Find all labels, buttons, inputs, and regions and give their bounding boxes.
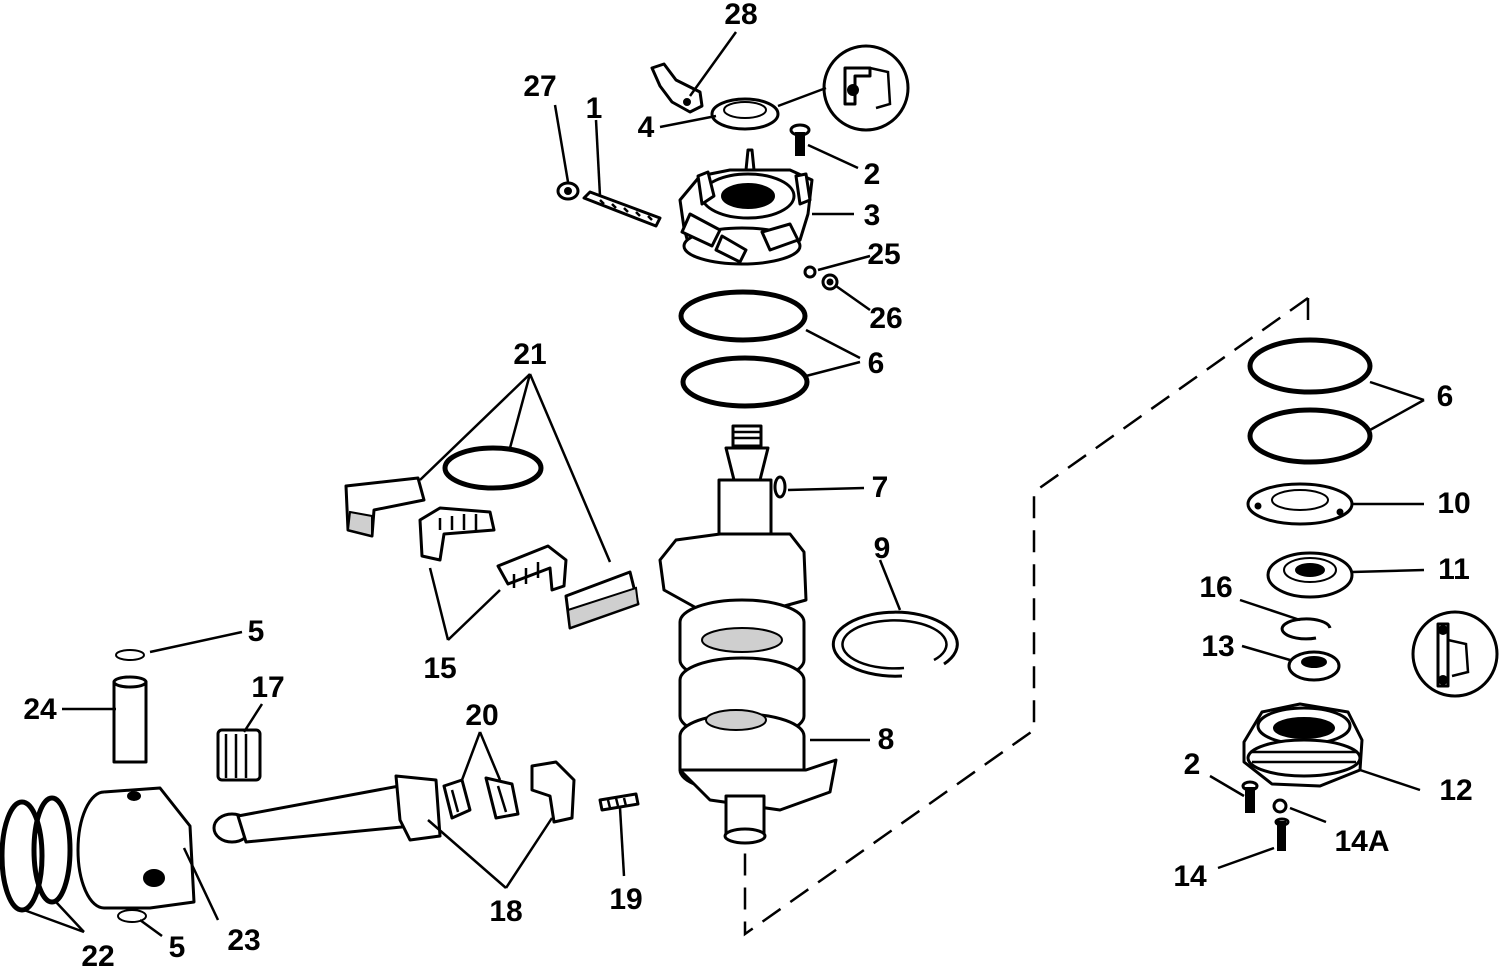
- part-1-long-screw: [582, 190, 662, 228]
- part-15-needle-bearing-cages: [418, 506, 568, 592]
- part-2-bolt-top: [789, 123, 811, 156]
- part-16-snap-ring: [1280, 617, 1332, 641]
- label-part-28: 28: [724, 0, 757, 31]
- part-6-o-rings-right: [1247, 337, 1373, 465]
- assembly-alignment-dashed-line: [743, 296, 1310, 937]
- part-9-retaining-ring: [831, 610, 959, 678]
- label-part-17: 17: [251, 671, 284, 704]
- label-part-8: 8: [878, 723, 895, 756]
- part-26-nut: [821, 273, 839, 291]
- label-part-12: 12: [1439, 774, 1472, 807]
- label-part-11: 11: [1438, 553, 1470, 586]
- part-6-o-rings-center: [678, 289, 810, 409]
- part-28-bracket: [650, 62, 704, 114]
- label-part-16: 16: [1199, 571, 1232, 604]
- label-part-13: 13: [1201, 630, 1234, 663]
- part-14a-washer: [1272, 798, 1288, 814]
- part-27-nut: [556, 181, 580, 201]
- label-part-19: 19: [609, 883, 642, 916]
- label-part-14a: 14A: [1334, 825, 1389, 858]
- part-7-small-o-ring: [773, 475, 787, 499]
- label-part-5-top: 5: [248, 615, 265, 648]
- part-5-clip-ring-bottom: [117, 909, 147, 923]
- part-10-retainer-plate: [1246, 482, 1354, 526]
- leader-lines: [23, 31, 1425, 938]
- label-part-26: 26: [869, 302, 902, 335]
- label-part-23: 23: [227, 924, 260, 957]
- label-part-7: 7: [872, 471, 889, 504]
- part-24-wrist-pin: [112, 675, 148, 764]
- part-17-needle-bearing: [216, 728, 262, 782]
- label-part-9: 9: [874, 532, 891, 565]
- part-19-rod-bolt: [598, 792, 640, 812]
- part-2-bolt-right: [1241, 780, 1259, 813]
- label-part-10: 10: [1437, 487, 1470, 520]
- part-18-connecting-rod: [212, 760, 576, 844]
- label-part-21: 21: [513, 338, 546, 371]
- part-4-seal: [710, 97, 780, 131]
- label-part-20: 20: [465, 699, 498, 732]
- label-part-22: 22: [81, 940, 114, 968]
- label-part-5-bottom: 5: [169, 931, 186, 964]
- label-part-25: 25: [867, 238, 900, 271]
- part-22-piston-rings: [0, 795, 73, 913]
- label-part-15: 15: [423, 652, 456, 685]
- label-part-18: 18: [489, 895, 522, 928]
- label-part-1: 1: [586, 92, 603, 125]
- part-13-lower-seal: [1287, 650, 1341, 682]
- label-part-24: 24: [23, 693, 57, 726]
- part-14-screw: [1274, 817, 1290, 851]
- label-part-2-right: 2: [1184, 748, 1201, 781]
- label-part-27: 27: [523, 70, 556, 103]
- part-23-piston: [76, 786, 196, 910]
- part-5-clip-ring-top: [115, 649, 145, 661]
- seal-detail-callout-right: [1411, 610, 1499, 698]
- part-20-rod-bearing-cages: [442, 776, 520, 820]
- label-part-3: 3: [864, 199, 881, 232]
- part-3-upper-bearing-housing: [678, 148, 814, 266]
- label-part-6-right: 6: [1437, 380, 1454, 413]
- label-part-2-top: 2: [864, 158, 881, 191]
- part-11-ball-bearing: [1266, 551, 1354, 599]
- part-12-lower-bearing-housing: [1242, 702, 1364, 788]
- part-8-crankshaft: [658, 424, 838, 845]
- label-part-6-center: 6: [868, 347, 885, 380]
- part-25-washer: [803, 265, 817, 279]
- part-number-labels: 28 27 1 4 2 3 25 26 6 21 7 9 15 5 24 17 …: [23, 0, 1472, 968]
- label-part-4: 4: [638, 111, 655, 144]
- label-part-14: 14: [1173, 860, 1207, 893]
- seal-detail-callout-top: [822, 44, 910, 132]
- part-21-bearing-halves: [344, 445, 640, 630]
